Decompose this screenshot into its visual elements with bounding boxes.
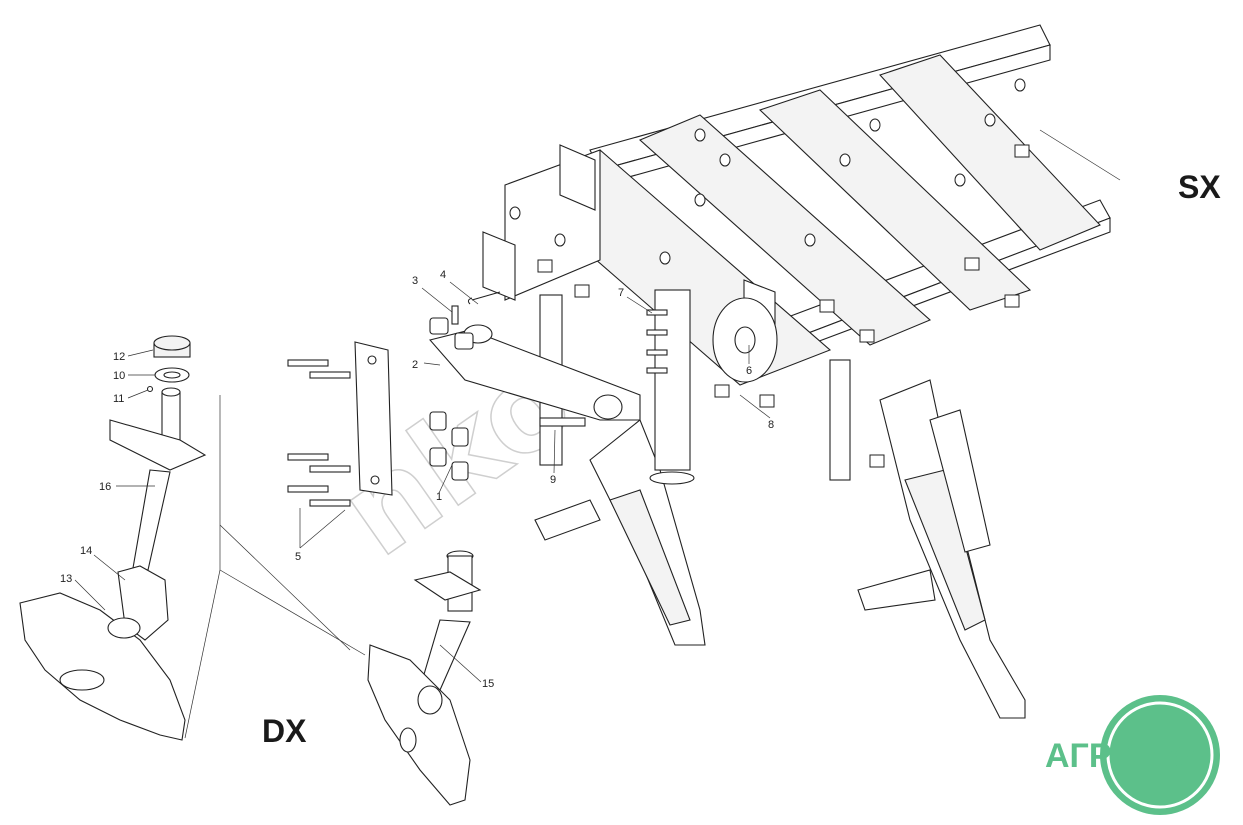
dx-guide-line-upper: [219, 569, 366, 656]
callout-8: 8: [768, 419, 774, 431]
main-frame: [482, 24, 1111, 386]
callout-10: 10: [113, 370, 125, 382]
dx-guide-line-lower: [184, 569, 221, 739]
callout-14: 14: [80, 545, 92, 557]
callout-1: 1: [436, 491, 442, 503]
callout-16: 16: [99, 481, 111, 493]
callout-9: 9: [550, 474, 556, 486]
logo-text: АГРОНКА: [1045, 737, 1207, 775]
callout-5: 5: [295, 551, 301, 563]
callout-6: 6: [746, 365, 752, 377]
label-dx: DX: [262, 713, 307, 749]
dx-guide-line-diag: [219, 524, 351, 651]
disc-assembly-right: [367, 550, 482, 806]
callout-15: 15: [482, 678, 494, 690]
bolts: [287, 359, 351, 507]
callout-4: 4: [440, 269, 446, 281]
shank-group-2: [857, 379, 1026, 719]
callout-11: 11: [113, 393, 124, 405]
flange-plate: [712, 297, 778, 383]
callout-7: 7: [618, 287, 624, 299]
leader-lines: [74, 281, 771, 683]
agronka-logo: АГРОНКА: [1045, 695, 1220, 815]
callout-2: 2: [412, 359, 418, 371]
post-bolts: [646, 309, 668, 374]
disc-assembly-left: [19, 335, 207, 741]
logo-ring: [1106, 701, 1214, 809]
callout-12: 12: [113, 351, 125, 363]
callout-13: 13: [60, 573, 72, 585]
bushings: [429, 317, 474, 481]
logo-circle: [1100, 695, 1220, 815]
mounting-plate: [354, 341, 393, 496]
sx-guide-line: [1039, 129, 1121, 181]
label-sx: SX: [1178, 169, 1221, 205]
shank-group-1: [534, 419, 706, 646]
pin-and-cotter: [451, 291, 501, 325]
callout-3: 3: [412, 275, 418, 287]
swing-arm: [428, 324, 641, 427]
frame-nuts: [537, 144, 1030, 468]
